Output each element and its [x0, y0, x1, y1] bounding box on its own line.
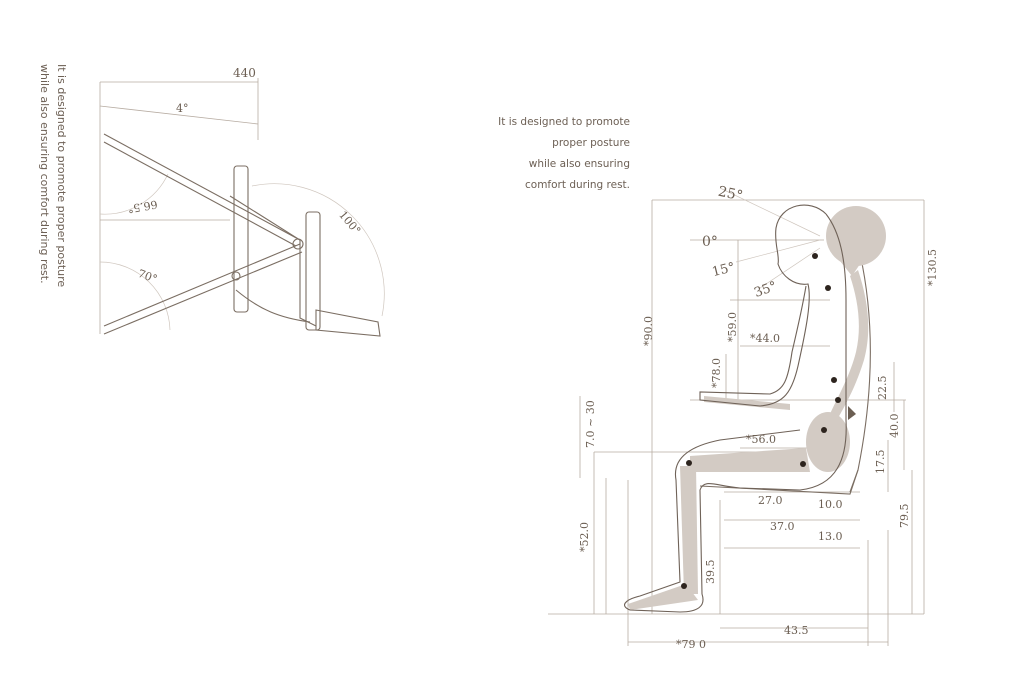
foot-bones	[628, 584, 698, 610]
right-caption-line-4: comfort during rest.	[525, 179, 630, 191]
chair-backrest-tube	[103, 133, 301, 241]
chair-frame-diagram: 440 4° 66.5° 100° 70°	[99, 66, 385, 337]
chair-front-rail	[305, 211, 321, 331]
joint-dot-ear	[812, 253, 818, 259]
joint-dot-lumbar	[831, 377, 837, 383]
joint-dot-knee	[686, 460, 692, 466]
chair-footrest	[315, 309, 381, 337]
chair-100deg-arc	[251, 183, 385, 317]
forearm-bones	[704, 396, 790, 410]
joint-dot-ankle	[681, 583, 687, 589]
chair-width-label: 440	[233, 66, 256, 80]
angle-35-label: 35°	[752, 279, 779, 301]
chair-angle-100-label: 100°	[336, 208, 363, 237]
chair-seat-rail	[233, 165, 249, 313]
dim-78-label: *78.0	[710, 358, 723, 388]
posture-diagram: 25° 0° 15° 35° *90.0 *59.0 *44.0 *78.0 7…	[548, 184, 939, 651]
dim-10-label: 10.0	[818, 498, 843, 511]
body-outline-upper	[699, 204, 827, 407]
angle-25-label: 25°	[717, 184, 745, 205]
angle-0-label: 0°	[702, 234, 718, 250]
femur	[690, 448, 810, 472]
posture-35deg-line	[759, 247, 821, 289]
chair-joint-lower	[231, 271, 241, 281]
dim-37-label: 37.0	[770, 520, 795, 533]
dim-52-label: *52.0	[578, 522, 591, 552]
jaw	[836, 256, 860, 276]
dim-130-5-label: *130.5	[926, 249, 939, 286]
chair-backrest-tube-edge	[103, 141, 297, 247]
pelvis	[806, 412, 850, 472]
chair-leg-tube	[103, 243, 301, 327]
chair-66deg-arc	[99, 173, 169, 215]
dim-13-label: 13.0	[818, 530, 843, 543]
right-caption: It is designed to promote proper posture…	[480, 112, 630, 196]
dim-79-5-label: 79.5	[898, 504, 911, 529]
chair-seat-frame	[229, 195, 317, 327]
dim-90-label: *90.0	[642, 316, 655, 346]
dim-22-5-label: 22.5	[876, 376, 889, 401]
chair-seat-curve	[235, 289, 311, 323]
body-outline-lower	[624, 213, 847, 613]
right-caption-line-1: It is designed to promote	[498, 116, 630, 128]
chair-angle-70-label: 70°	[136, 267, 159, 286]
dim-56-label: *56.0	[746, 433, 776, 446]
dim-39-5-label: 39.5	[704, 560, 717, 585]
chair-angle-4-label: 4°	[176, 102, 189, 115]
right-caption-line-2: proper posture	[552, 137, 630, 149]
angle-15-label: 15°	[711, 260, 737, 280]
joint-dot-shoulder	[825, 285, 831, 291]
tibia	[680, 466, 698, 594]
spine	[830, 270, 869, 418]
chair-4deg-line	[99, 105, 259, 125]
dim-17-5-label: 17.5	[874, 450, 887, 475]
joint-dot-ischial	[800, 461, 806, 467]
posture-15deg-line	[735, 239, 821, 263]
skull	[826, 206, 886, 266]
chair-joint	[292, 238, 304, 250]
dim-43-5-label: 43.5	[784, 624, 809, 637]
joint-dot-hip	[821, 427, 827, 433]
dim-40-label: 40.0	[888, 414, 901, 439]
chair-angle-66-label: 66.5°	[127, 197, 159, 215]
dim-59-label: *59.0	[726, 312, 739, 342]
chair-leg-tube-edge	[103, 251, 303, 335]
backrest-marker	[848, 406, 856, 420]
dim-27-label: 27.0	[758, 494, 783, 507]
chair-70deg-arc	[99, 261, 171, 331]
right-caption-line-3: while also ensuring	[528, 158, 630, 170]
dim-7-30-label: 7.0 ~ 30	[584, 400, 597, 448]
dim-79-0-label: *79 0	[676, 638, 706, 651]
joint-dot-lower-back	[835, 397, 841, 403]
posture-25deg-line	[719, 187, 821, 237]
dim-44-label: *44.0	[750, 332, 780, 345]
